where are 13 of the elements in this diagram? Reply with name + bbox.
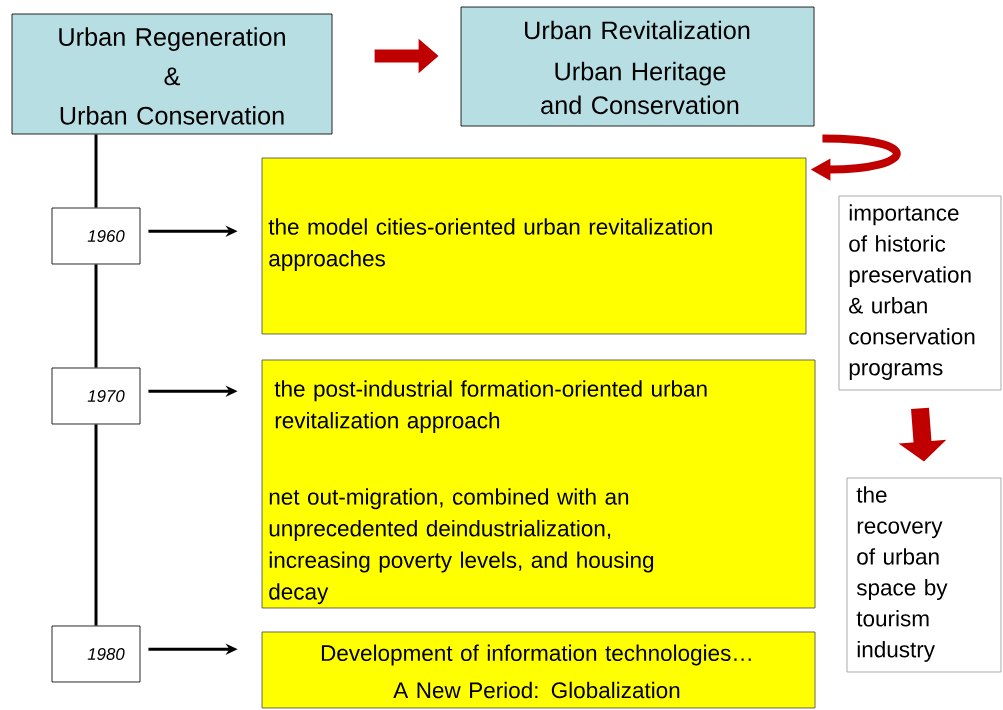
period-box: Development of information technologies… A New Period: Globalization (261, 631, 816, 709)
year-box: 1980 (51, 625, 141, 683)
title-box: Urban Regeneration & Urban Conservation (11, 13, 333, 135)
year-box: 1960 (51, 207, 141, 265)
timeline-line (94, 264, 98, 368)
timeline-line (94, 134, 98, 208)
period-box: the model cities-oriented urban revitalization approaches (261, 157, 807, 335)
note-box: importance of historic preservation & urban conservation programs (838, 195, 1002, 391)
year-box: 1970 (51, 367, 141, 425)
period-box: the post-industrial formation-oriented urban revitalization approach net out-migration, combined with an unprecedented deindustrialization, increasing poverty levels, and housing decay (261, 359, 816, 609)
title-box: Urban Revitalization Urban Heritage and Conservation (460, 6, 815, 127)
timeline-line (94, 424, 98, 626)
note-box: the recovery of urban space by tourism industry (846, 477, 1002, 673)
